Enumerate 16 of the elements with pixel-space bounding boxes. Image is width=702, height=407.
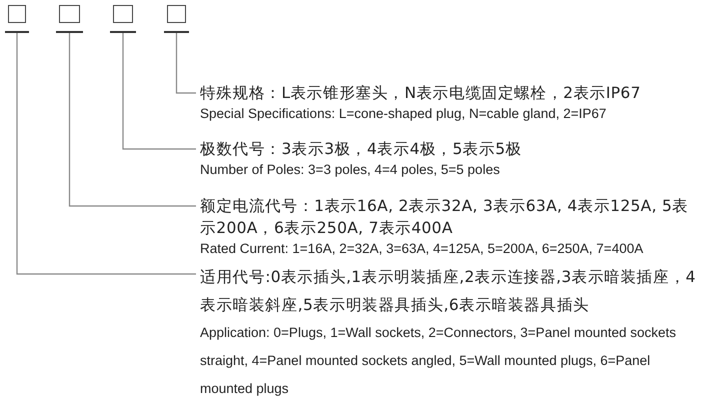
english-description: Application: 0=Plugs, 1=Wall sockets, 2=Connectors, 3=Panel mounted sockets straight, 4=Panel mounted sockets angled, 5=Wall mounted plugs, 6=Panel mounted plugs [200, 324, 678, 398]
code-box [56, 5, 83, 33]
chinese-description: 额定电流代号：1表示16A, 2表示32A, 3表示63A, 4表示125A, 5表示200A，6表示250A, 7表示400A [200, 196, 690, 239]
code-box [5, 5, 29, 33]
leader-line [176, 33, 196, 94]
leader-line [122, 33, 196, 150]
code-box [110, 5, 136, 33]
code-box [164, 5, 189, 33]
english-description: Rated Current: 1=16A, 2=32A, 3=63A, 4=125A, 5=200A, 6=250A, 7=400A [200, 240, 644, 258]
chinese-description: 特殊规格：L表示锥形塞头，N表示电缆固定螺栓，2表示IP67 [200, 83, 642, 104]
english-description: Special Specifications: L=cone-shaped plug, N=cable gland, 2=IP67 [200, 105, 608, 123]
chinese-description: 适用代号:0表示插头,1表示明装插座,2表示连接器,3表示暗装插座，4表示暗装斜座,5表示明装器具插头,6表示暗装器具插头 [200, 267, 697, 316]
chinese-description: 极数代号：3表示3极，4表示4极，5表示5极 [200, 139, 523, 160]
english-description: Number of Poles: 3=3 poles, 4=4 poles, 5=5 poles [200, 161, 501, 179]
leader-line [16, 33, 196, 275]
leader-line [68, 33, 196, 207]
